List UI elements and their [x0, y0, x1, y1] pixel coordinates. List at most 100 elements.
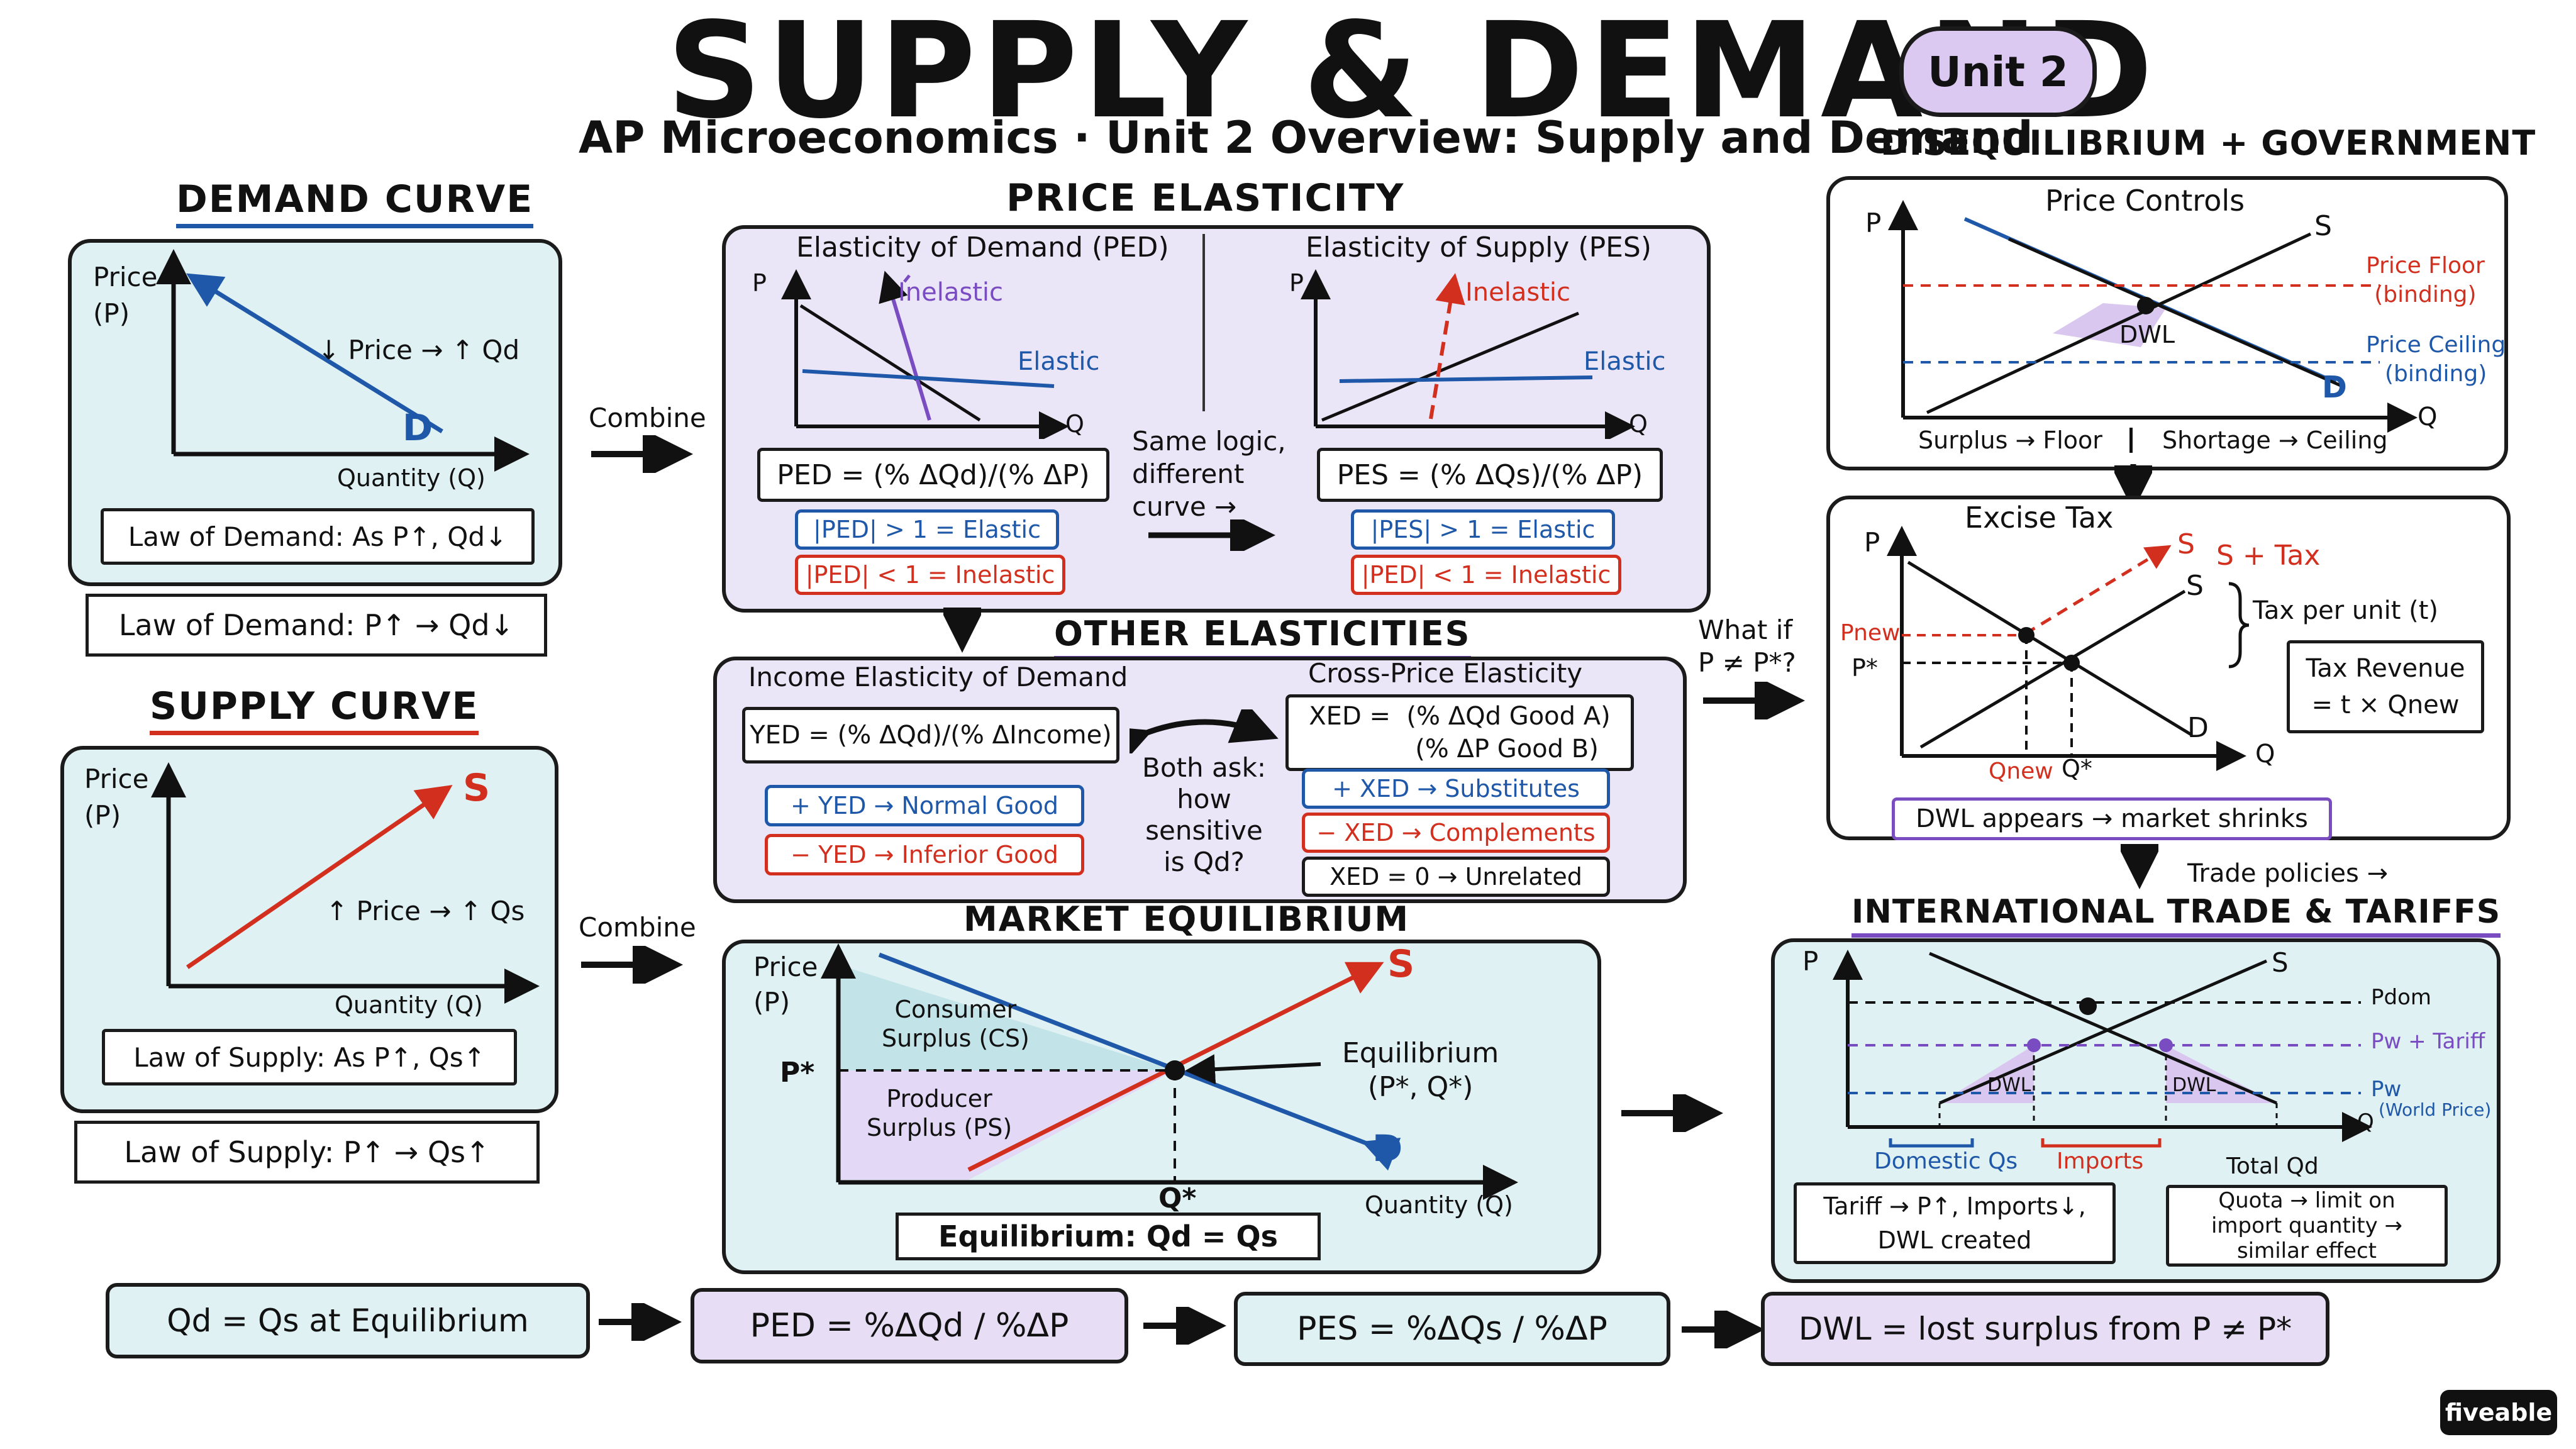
both-ask-label: Both ask: how sensitive is Qd?: [1142, 752, 1267, 877]
tax-supply-shifted: [2024, 545, 2172, 636]
footer-formula-dwl: DWL = lost surplus from P ≠ P*: [1761, 1292, 2329, 1366]
cross-title: Cross-Price Elasticity: [1308, 658, 1583, 689]
demand-title-text: DEMAND CURVE: [176, 177, 534, 228]
pes-inelastic-label: Inelastic: [1465, 278, 1571, 307]
pes-inelastic-tag: |PED| < 1 = Inelastic: [1351, 555, 1621, 595]
elasticity-down-arrow: [943, 608, 981, 653]
quota-box: Quota → limit on import quantity → simil…: [2166, 1185, 2448, 1267]
demand-law-box-text: Law of Demand: P↑ → Qd↓: [118, 608, 514, 642]
tax-s-label: S: [2177, 528, 2195, 560]
supply-law-banner: Law of Supply: As P↑, Qs↑: [102, 1029, 517, 1085]
brand-logo-text: fiveable: [2445, 1399, 2553, 1426]
footer-formula-ped-text: PED = %ΔQd / %ΔP: [750, 1307, 1069, 1345]
pes-elastic-tag: |PES| > 1 = Elastic: [1351, 509, 1615, 550]
ped-axis-p: P: [752, 269, 767, 297]
footer-arrow-2: [1143, 1307, 1226, 1345]
xed-negative-tag: − XED → Complements: [1302, 813, 1610, 853]
trade-domestic-bracket: [1889, 1138, 1974, 1148]
tariff-box: Tariff → P↑, Imports↓, DWL created: [1794, 1182, 2116, 1264]
supply-law-box-text: Law of Supply: P↑ → Qs↑: [124, 1135, 490, 1169]
pes-elastic-label: Elastic: [1584, 347, 1666, 376]
tax-eq-point: [2063, 655, 2080, 671]
ped-elastic-tag: |PED| > 1 = Elastic: [795, 509, 1059, 550]
equilibrium-title: MARKET EQUILIBRIUM: [963, 899, 1410, 946]
ped-inelastic-label: Inelastic: [898, 278, 1004, 307]
equilibrium-demand-curve: [878, 952, 1401, 1171]
trade-domestic-qs-label: Domestic Qs: [1874, 1148, 2018, 1174]
controls-supply-line: [1926, 232, 2312, 414]
price-floor-label: Price Floor (binding): [2366, 253, 2485, 308]
same-logic-arrow: [1148, 519, 1275, 551]
unit-badge-label: Unit 2: [1928, 47, 2068, 96]
xed-negative-text: − XED → Complements: [1316, 819, 1596, 847]
trade-pw-label: Pw: [2371, 1077, 2402, 1102]
supply-x-label: Quantity (Q): [335, 991, 483, 1019]
tax-s-plus-tax: S + Tax: [2216, 540, 2321, 572]
tax-dwl-box: DWL appears → market shrinks: [1892, 797, 2332, 840]
controls-to-tax-arrow: [2114, 464, 2152, 511]
price-controls-title: Price Controls: [2045, 184, 2245, 218]
controls-caption-left: Surplus → Floor: [1918, 426, 2102, 454]
combine-label-top: Combine: [589, 402, 706, 433]
ped-inelastic-curve: [879, 270, 931, 421]
demand-law-box: Law of Demand: P↑ → Qd↓: [86, 594, 547, 657]
trade-axis-p: P: [1802, 946, 1819, 977]
excise-tax-title: Excise Tax: [1965, 501, 2114, 535]
what-if-label: What if P ≠ P*?: [1698, 614, 1796, 678]
tax-s-label-2: S: [2186, 570, 2204, 602]
same-logic-label: Same logic, different curve →: [1132, 426, 1286, 522]
trade-pw-tariff-label: Pw + Tariff: [2371, 1029, 2485, 1054]
other-title-text: OTHER ELASTICITIES: [1054, 614, 1471, 660]
trade-s-label: S: [2272, 947, 2289, 978]
footer-arrow-3: [1682, 1311, 1765, 1348]
footer-formula-dwl-text: DWL = lost surplus from P ≠ P*: [1798, 1311, 2292, 1347]
equilibrium-y-label: Price (P): [753, 952, 818, 1018]
equilibrium-box-text: Equilibrium: Qd = Qs: [938, 1219, 1278, 1253]
controls-d-label: D: [2322, 370, 2347, 405]
tax-p-star-label: P*: [1852, 654, 1878, 682]
yed-positive-text: + YED → Normal Good: [790, 792, 1059, 819]
price-ceiling-label: Price Ceiling (binding): [2366, 332, 2506, 387]
supply-chart: [151, 762, 540, 1004]
trade-policies-label: Trade policies →: [2187, 859, 2389, 888]
trade-p-dom-label: Pdom: [2371, 985, 2432, 1010]
yed-formula-text: YED = (% ΔQd)/(% ΔIncome): [750, 721, 1112, 750]
xed-positive-text: + XED → Substitutes: [1332, 775, 1580, 802]
pes-title: Elasticity of Supply (PES): [1306, 231, 1652, 264]
what-if-arrow: [1703, 682, 1805, 719]
trade-tariff-point-left: [2027, 1038, 2041, 1052]
equilibrium-title-text: MARKET EQUILIBRIUM: [963, 899, 1410, 946]
pes-elastic-tag-text: |PES| > 1 = Elastic: [1370, 516, 1596, 543]
trade-imports-bracket: [2041, 1138, 2162, 1148]
supply-law-box: Law of Supply: P↑ → Qs↑: [74, 1121, 540, 1184]
controls-s-label: S: [2314, 210, 2332, 242]
trade-chart: [1833, 950, 2372, 1148]
tax-axis-p: P: [1864, 527, 1880, 558]
tax-to-trade-arrow: [2121, 844, 2158, 889]
equilibrium-p-star: P*: [780, 1057, 815, 1089]
ped-axis-q: Q: [1065, 410, 1084, 438]
trade-axis-q: Q: [2357, 1109, 2374, 1135]
controls-axis-p: P: [1865, 208, 1882, 238]
controls-axis-q: Q: [2418, 402, 2438, 431]
demand-y-label: Price (P): [93, 262, 158, 329]
trade-eq-point: [2079, 997, 2097, 1015]
excise-tax-chart: [1887, 526, 2250, 771]
demand-law-banner-text: Law of Demand: As P↑, Qd↓: [128, 521, 508, 552]
other-title: OTHER ELASTICITIES: [1054, 614, 1471, 660]
unit-badge: Unit 2: [1899, 26, 2097, 117]
producer-surplus-area: [838, 1070, 1175, 1180]
xed-formula-bottom: (% ΔP Good B): [1415, 735, 1599, 763]
tax-axis-q: Q: [2255, 740, 2275, 769]
xed-positive-tag: + XED → Substitutes: [1302, 769, 1610, 809]
demand-effect-label: ↓ Price → ↑ Qd: [318, 335, 520, 365]
trade-supply-line: [1939, 959, 2267, 1105]
equilibrium-s-label: S: [1387, 942, 1415, 986]
equilibrium-d-label: D: [1372, 1127, 1403, 1170]
controls-caption-divider: [2129, 428, 2133, 453]
supply-y-label: Price (P): [84, 763, 149, 831]
equilibrium-box: Equilibrium: Qd = Qs: [896, 1213, 1321, 1260]
pes-inelastic-tag-text: |PED| < 1 = Inelastic: [1361, 561, 1611, 589]
footer-formula-pes: PES = %ΔQs / %ΔP: [1234, 1292, 1670, 1366]
controls-demand-overlay: [2007, 237, 2343, 388]
